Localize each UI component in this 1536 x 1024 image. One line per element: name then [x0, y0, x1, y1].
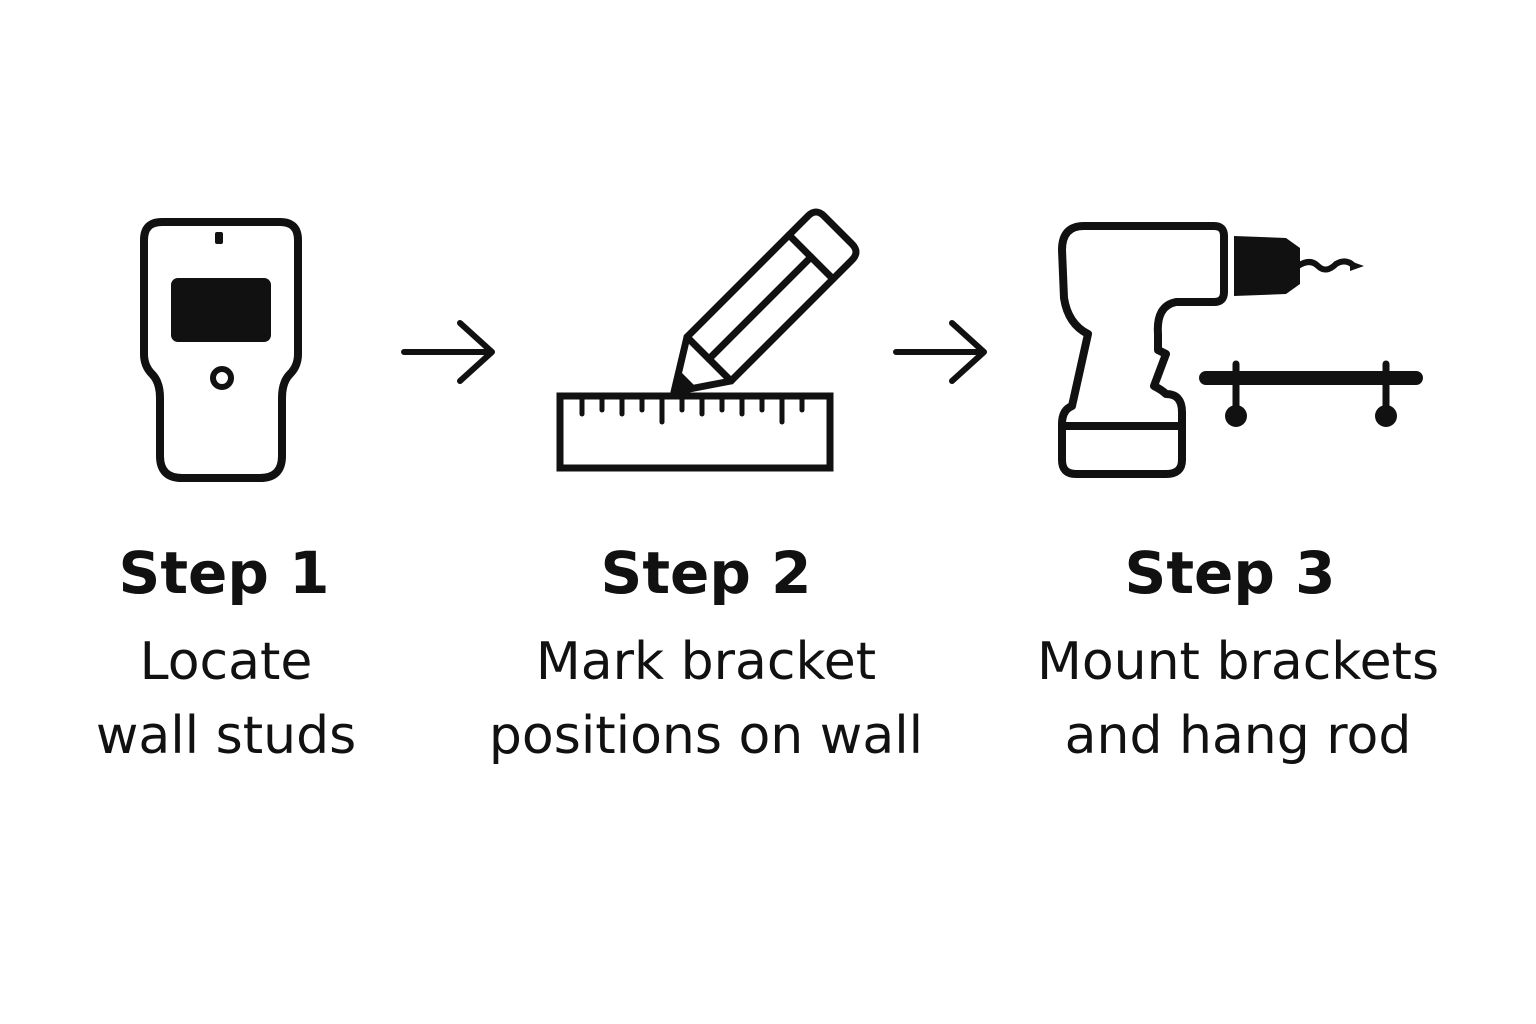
- drill-and-rod-icon: [1058, 222, 1423, 478]
- right-arrow-icon: [401, 320, 495, 384]
- stud-finder-icon: [140, 218, 302, 482]
- step-3-description: Mount brackets and hang rod: [958, 625, 1518, 773]
- step-2-line-2: positions on wall: [488, 706, 924, 766]
- step-2-description: Mark bracket positions on wall: [426, 625, 986, 773]
- step-1-description: Locate wall studs: [0, 625, 506, 773]
- step-1-line-1: Locate: [139, 632, 313, 692]
- step-3-line-1: Mount brackets: [1036, 632, 1440, 692]
- pencil-and-ruler-icon: [556, 208, 860, 472]
- step-3-line-2: and hang rod: [1064, 706, 1412, 766]
- step-1-line-2: wall studs: [95, 706, 357, 766]
- right-arrow-icon: [893, 320, 987, 384]
- step-1-title: Step 1: [118, 539, 330, 607]
- step-3-title: Step 3: [1124, 539, 1336, 607]
- step-2-line-1: Mark bracket: [535, 632, 877, 692]
- step-2-title: Step 2: [600, 539, 812, 607]
